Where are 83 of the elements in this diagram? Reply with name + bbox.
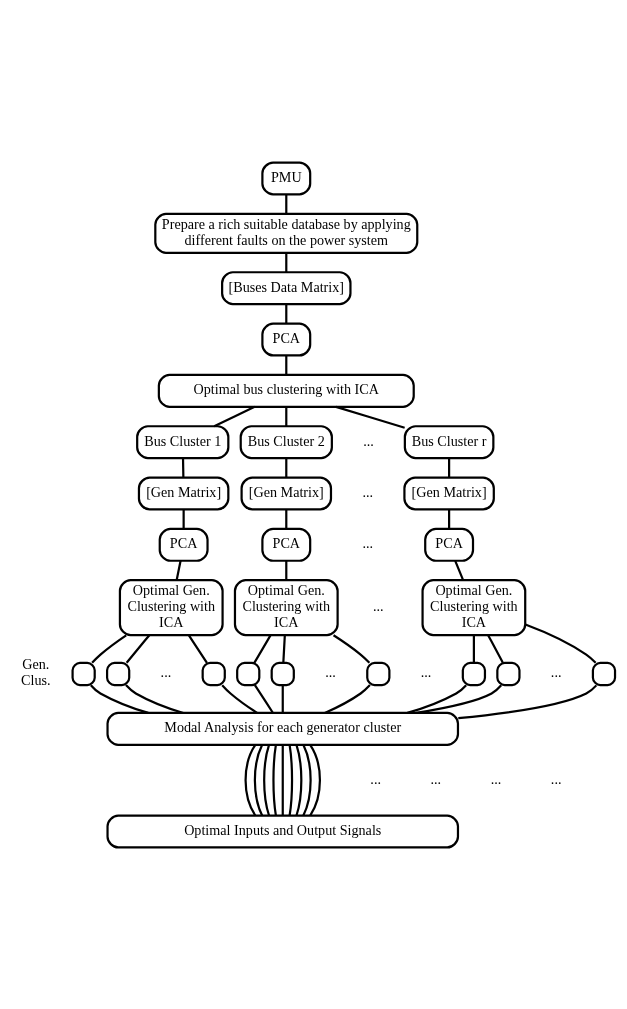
connector <box>454 559 465 581</box>
label: ... <box>550 770 562 787</box>
node-box: Bus Cluster 2 <box>239 424 333 459</box>
node-box: Optimal Gen. Clustering with ICA <box>421 578 527 636</box>
node-box: PCA <box>261 527 312 562</box>
connector <box>285 355 288 375</box>
connector <box>187 634 208 663</box>
connector <box>458 684 598 719</box>
node-box <box>71 661 96 686</box>
node-box: PCA <box>424 527 475 562</box>
node-box: [Gen Matrix] <box>403 475 495 511</box>
connector <box>244 744 257 816</box>
connector <box>335 405 405 429</box>
connector <box>125 633 151 663</box>
connector <box>175 560 182 580</box>
connector <box>125 683 184 714</box>
connector <box>285 406 288 426</box>
node-box: Optimal Gen. Clustering with ICA <box>233 578 339 636</box>
label: ... <box>362 483 374 500</box>
connector <box>295 744 303 816</box>
connector <box>181 457 185 478</box>
node-box: PCA <box>261 322 312 357</box>
connector <box>253 684 274 713</box>
label: ... <box>420 663 432 680</box>
connector <box>91 633 127 664</box>
connector <box>253 744 264 816</box>
connector <box>288 744 294 816</box>
label: ... <box>160 663 172 680</box>
label: ... <box>490 770 502 787</box>
node-box <box>496 661 521 686</box>
node-box: Modal Analysis for each generator cluster <box>106 711 460 746</box>
label: ... <box>370 770 381 787</box>
connector <box>272 744 277 816</box>
connector <box>285 193 288 214</box>
node-box: Optimal bus clustering with ICA <box>157 373 415 408</box>
connector <box>285 457 288 478</box>
label: ... <box>373 597 384 614</box>
connector <box>332 633 371 664</box>
node-box <box>366 661 391 686</box>
label: ... <box>550 663 562 680</box>
connector <box>448 509 451 529</box>
label: Gen. Clus. <box>21 655 51 688</box>
label: ... <box>362 534 374 551</box>
node-box <box>270 661 295 686</box>
connector <box>285 303 288 324</box>
connector <box>407 683 467 714</box>
node-box: [Buses Data Matrix] <box>221 270 352 305</box>
connector <box>221 683 258 714</box>
connector <box>182 509 185 529</box>
label: ... <box>325 663 336 680</box>
node-box: Optimal Gen. Clustering with ICA <box>118 578 224 636</box>
connector <box>285 560 288 580</box>
connector <box>281 684 284 713</box>
node-box <box>201 661 226 686</box>
connector <box>448 457 451 478</box>
node-box <box>236 661 261 686</box>
node-box: [Gen Matrix] <box>137 475 230 511</box>
connector <box>263 744 271 816</box>
connector <box>90 683 149 714</box>
node-box: Bus Cluster r <box>403 424 495 459</box>
connector <box>487 634 504 663</box>
node-box <box>591 661 617 686</box>
connector <box>281 744 284 815</box>
node-box <box>106 661 131 686</box>
connector <box>309 744 321 816</box>
connector <box>253 634 272 663</box>
connector <box>525 622 597 664</box>
label: ... <box>363 432 374 449</box>
connector <box>302 744 312 816</box>
connector <box>416 684 503 714</box>
node-box: PCA <box>158 527 209 562</box>
node-box <box>461 661 487 686</box>
node-box: PMU <box>261 160 312 195</box>
node-box: Prepare a rich suitable database by applying different faults on the power system <box>154 212 419 254</box>
label: ... <box>430 770 442 787</box>
connector <box>282 634 286 663</box>
connector <box>285 252 288 272</box>
node-box: [Gen Matrix] <box>240 475 333 511</box>
node-box: Optimal Inputs and Output Signals <box>106 814 460 849</box>
connector <box>472 634 475 663</box>
node-box: Bus Cluster 1 <box>136 424 230 459</box>
connector <box>324 683 371 714</box>
connector <box>285 509 288 529</box>
